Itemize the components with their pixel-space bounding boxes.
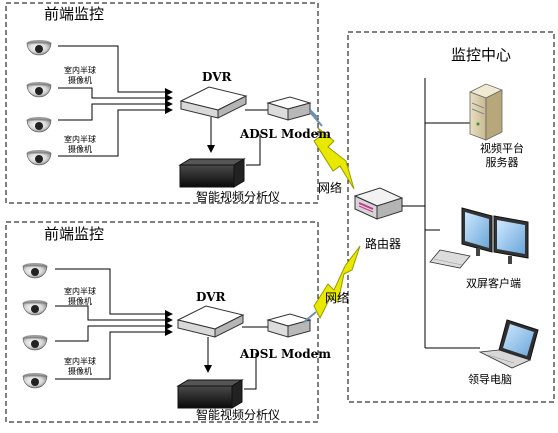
modem-label: ADSL Modem — [240, 347, 332, 361]
camera-label-line1: 室内半球 — [64, 135, 96, 144]
camera-label: 室内半球 摄像机 — [58, 135, 102, 155]
camera-icon — [22, 335, 48, 351]
modem-icon — [266, 313, 312, 338]
camera-label-line2: 摄像机 — [68, 76, 92, 85]
laptop-icon — [478, 319, 539, 369]
front-top-title: 前端监控 — [44, 5, 105, 23]
camera-label-line2: 摄像机 — [68, 367, 92, 376]
camera-icon — [22, 263, 48, 279]
front-bottom-box — [5, 221, 319, 423]
camera-label-line2: 摄像机 — [68, 297, 92, 306]
network-label-bottom: 网络 — [325, 291, 350, 305]
center-bus — [424, 78, 480, 349]
camera-icon — [26, 82, 52, 98]
camera-label: 室内半球 摄像机 — [58, 287, 102, 307]
server-icon — [469, 83, 503, 141]
dvr-label: DVR — [196, 290, 226, 304]
network-lightning-top — [309, 111, 355, 190]
analyzer-icon — [178, 158, 246, 188]
dvr-label: DVR — [202, 70, 232, 84]
server-label-line1: 视频平台 — [480, 142, 524, 155]
front-bottom-title: 前端监控 — [44, 225, 105, 243]
analyzer-label: 智能视频分析仪 — [196, 190, 281, 204]
camera-label-line2: 摄像机 — [68, 145, 92, 154]
server-label-line2: 服务器 — [485, 156, 519, 169]
front-bottom-connectors — [55, 268, 268, 390]
front-bottom-cameras — [22, 263, 48, 389]
front-top-box — [5, 2, 319, 204]
dual-client-label: 双屏客户端 — [466, 277, 521, 290]
camera-label-line1: 室内半球 — [64, 66, 96, 75]
camera-label: 室内半球 摄像机 — [58, 66, 102, 86]
camera-icon — [26, 117, 52, 133]
camera-icon — [26, 150, 52, 166]
modem-label: ADSL Modem — [240, 127, 332, 141]
server-label: 视频平台 服务器 — [474, 142, 530, 170]
dvr-icon — [179, 86, 248, 119]
camera-icon — [26, 40, 52, 56]
dual-monitor-icon — [429, 207, 529, 269]
front-top-connectors — [58, 45, 268, 166]
laptop-label: 领导电脑 — [468, 373, 512, 386]
camera-label-line1: 室内半球 — [64, 357, 96, 366]
modem-icon — [266, 96, 319, 121]
camera-label: 室内半球 摄像机 — [58, 357, 102, 377]
network-lightning-bottom — [303, 245, 361, 323]
dvr-icon — [176, 305, 245, 338]
analyzer-icon — [176, 379, 244, 409]
front-top-cameras — [26, 40, 52, 166]
analyzer-label: 智能视频分析仪 — [196, 408, 281, 422]
router-label: 路由器 — [365, 237, 402, 251]
router-icon — [353, 187, 425, 220]
center-title: 监控中心 — [451, 46, 512, 64]
camera-label-line1: 室内半球 — [64, 287, 96, 296]
camera-icon — [22, 300, 48, 316]
network-label-top: 网络 — [318, 181, 343, 195]
camera-icon — [22, 373, 48, 389]
